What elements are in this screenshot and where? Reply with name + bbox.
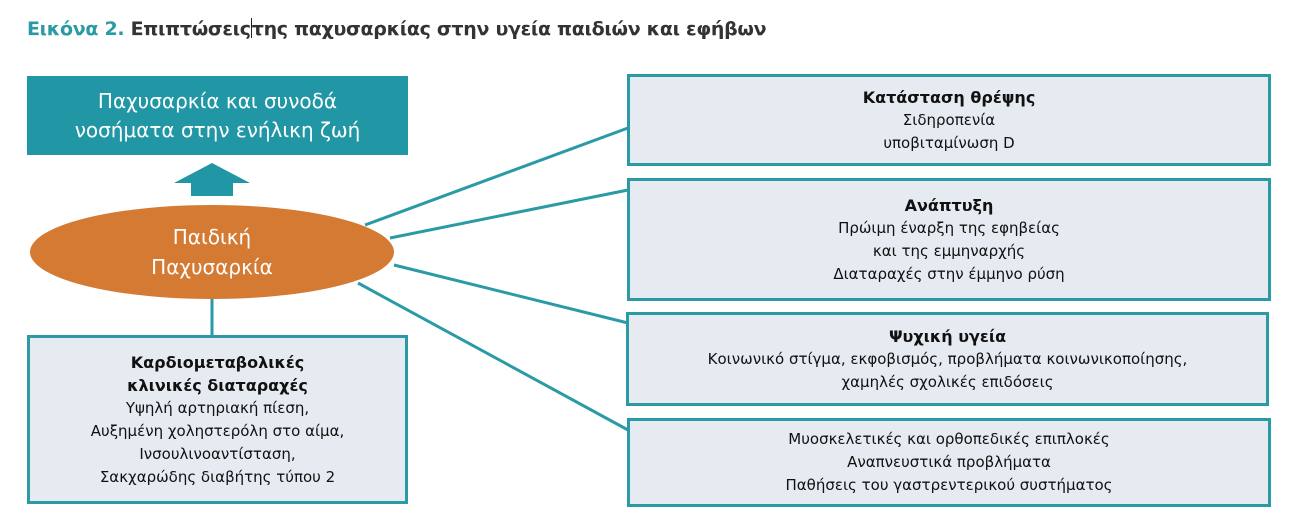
box-heading: Ψυχική υγεία	[888, 326, 1007, 346]
box-heading: Καρδιομεταβολικές	[130, 352, 305, 372]
box-item: και της εμμηναρχής	[872, 241, 1026, 260]
adult-outcome-box: Παχυσαρκία και συνοδά νοσήματα στην ενήλ…	[27, 76, 408, 155]
box-item: Πρώιμη έναρξη της εφηβείας	[838, 218, 1060, 237]
cardio-box: Καρδιομεταβολικές κλινικές διαταραχές Υψ…	[27, 335, 408, 504]
box-item: Κοινωνικό στίγμα, εκφοβισμός, προβλήματα…	[707, 349, 1188, 368]
title-text-b: της παχυσαρκίας στην υγεία παιδιών και ε…	[251, 18, 767, 40]
box-item: Διαταραχές στην έμμηνο ρύση	[833, 264, 1065, 283]
connector-mental	[393, 263, 629, 325]
connector-other	[357, 281, 629, 432]
connector-development	[389, 188, 629, 240]
box-item: χαμηλές σχολικές επιδόσεις	[841, 372, 1054, 391]
figure-number: Εικόνα 2.	[27, 18, 125, 40]
box-item: Αναπνευστικά προβλήματα	[847, 453, 1051, 471]
title-text-a: Επιπτώσεις	[130, 18, 251, 40]
box-item: Υψηλή αρτηριακή πίεση,	[125, 398, 310, 417]
center-line: Παιδική	[172, 225, 252, 249]
box-heading: Ανάπτυξη	[904, 195, 994, 215]
adult-line: νοσήματα στην ενήλικη ζωή	[74, 117, 361, 142]
box-heading: Κατάσταση θρέψης	[862, 87, 1036, 107]
development-box: Ανάπτυξη Πρώιμη έναρξη της εφηβείας και …	[627, 178, 1271, 301]
connector-nutrition	[364, 126, 629, 227]
other-complications-box: Μυοσκελετικές και ορθοπεδικές επιπλοκές …	[627, 418, 1271, 507]
box-item: Μυοσκελετικές και ορθοπεδικές επιπλοκές	[788, 430, 1110, 448]
box-item: Αυξημένη χοληστερόλη στο αίμα,	[90, 421, 345, 440]
box-item: Σιδηροπενία	[902, 110, 996, 129]
arrow-up-icon	[174, 163, 250, 196]
box-item: υποβιταμίνωση D	[883, 133, 1015, 152]
text-cursor	[250, 18, 252, 38]
box-item: Παθήσεις του γαστρεντερικού συστήματος	[785, 476, 1113, 494]
nutrition-box: Κατάσταση θρέψης Σιδηροπενία υποβιταμίνω…	[627, 74, 1271, 166]
mental-health-box: Ψυχική υγεία Κοινωνικό στίγμα, εκφοβισμό…	[626, 312, 1269, 406]
box-item: Σακχαρώδης διαβήτης τύπου 2	[99, 467, 336, 486]
center-line: Παχυσαρκία	[151, 255, 273, 279]
figure-title: Εικόνα 2. Επιπτώσειςτης παχυσαρκίας στην…	[27, 18, 767, 40]
adult-line: Παχυσαρκία και συνοδά	[97, 88, 338, 113]
box-item: Ινσουλινοαντίσταση,	[139, 444, 296, 463]
childhood-obesity-node: Παιδική Παχυσαρκία	[30, 205, 394, 299]
box-heading: κλινικές διαταραχές	[127, 375, 308, 395]
